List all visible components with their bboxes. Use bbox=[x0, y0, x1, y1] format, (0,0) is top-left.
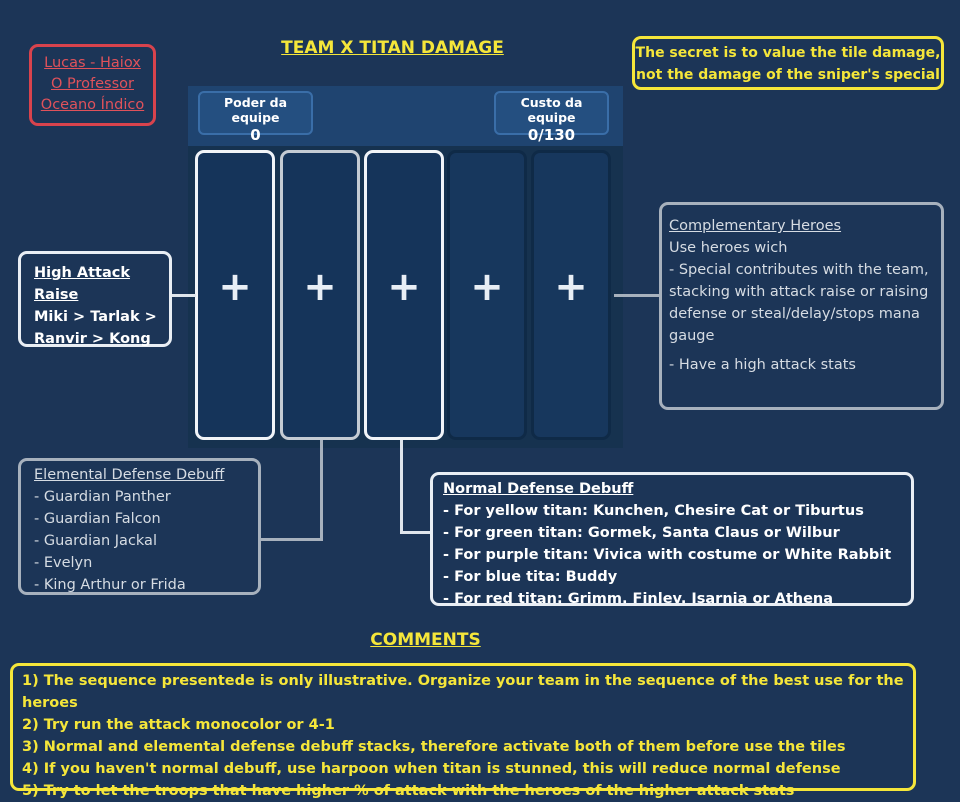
elemental-debuff-item: - Guardian Jackal bbox=[34, 533, 157, 549]
normal-debuff-item: - For blue tita: Buddy bbox=[443, 569, 618, 585]
complementary-line: defense or steal/delay/stops mana bbox=[669, 306, 920, 322]
normal-debuff-box: Normal Defense Debuff - For yellow titan… bbox=[430, 472, 914, 606]
high-attack-title: High Attack Raise bbox=[34, 265, 130, 303]
secret-note: The secret is to value the tile damage, … bbox=[632, 36, 944, 90]
page-title: TEAM X TITAN DAMAGE bbox=[281, 38, 504, 58]
plus-icon: + bbox=[470, 264, 504, 310]
plus-icon: + bbox=[387, 264, 421, 310]
elemental-debuff-title: Elemental Defense Debuff bbox=[34, 467, 225, 483]
comments-title: COMMENTS bbox=[370, 630, 481, 650]
comment-item: 4) If you haven't normal debuff, use har… bbox=[22, 761, 841, 777]
team-power-box: Poder da equipe 0 bbox=[198, 91, 313, 144]
high-attack-line: Miki > Tarlak > bbox=[34, 309, 157, 325]
comment-item: 3) Normal and elemental defense debuff s… bbox=[22, 739, 846, 755]
high-attack-box: High Attack Raise Miki > Tarlak > Ranvir… bbox=[18, 251, 172, 347]
credit-line: Oceano Índico bbox=[40, 97, 145, 113]
elemental-debuff-item: - Evelyn bbox=[34, 555, 93, 571]
plus-icon: + bbox=[303, 264, 337, 310]
connector-line bbox=[400, 531, 432, 534]
comments-box: 1) The sequence presentede is only illus… bbox=[10, 663, 916, 799]
elemental-debuff-item: - Guardian Falcon bbox=[34, 511, 161, 527]
normal-debuff-item: - For green titan: Gormek, Santa Claus o… bbox=[443, 525, 840, 541]
normal-debuff-item: - For yellow titan: Kunchen, Chesire Cat… bbox=[443, 503, 864, 519]
credit-line: O Professor bbox=[51, 76, 134, 92]
normal-debuff-item: - For purple titan: Vivica with costume … bbox=[443, 547, 892, 563]
secret-note-line: not the damage of the sniper's special bbox=[636, 67, 940, 83]
elemental-debuff-item: - Guardian Panther bbox=[34, 489, 171, 505]
complementary-line: - Have a high attack stats bbox=[669, 357, 856, 373]
complementary-heroes-box: Complementary Heroes Use heroes wich - S… bbox=[659, 202, 944, 410]
team-power-value: 0 bbox=[250, 126, 261, 144]
high-attack-line: Ranvir > Kong bbox=[34, 331, 151, 347]
normal-debuff-item: - For red titan: Grimm. Finlev. Isarnia … bbox=[443, 591, 834, 606]
elemental-debuff-box: Elemental Defense Debuff - Guardian Pant… bbox=[18, 458, 261, 595]
complementary-line: stacking with attack raise or raising bbox=[669, 284, 929, 300]
comment-item: 1) The sequence presentede is only illus… bbox=[22, 673, 904, 711]
secret-note-line: The secret is to value the tile damage, bbox=[635, 45, 941, 61]
complementary-line: Use heroes wich bbox=[669, 240, 788, 256]
connector-line bbox=[170, 294, 196, 297]
complementary-title: Complementary Heroes bbox=[669, 218, 842, 234]
connector-line bbox=[320, 440, 323, 540]
normal-debuff-title: Normal Defense Debuff bbox=[443, 481, 634, 497]
comment-item: 2) Try run the attack monocolor or 4-1 bbox=[22, 717, 335, 733]
hero-slot-5[interactable]: + bbox=[531, 150, 611, 440]
hero-slot-2[interactable]: + bbox=[280, 150, 360, 440]
team-cost-label: Custo da equipe bbox=[520, 95, 583, 125]
complementary-line: gauge bbox=[669, 328, 715, 344]
team-power-label: Poder da equipe bbox=[223, 95, 288, 125]
hero-slot-1[interactable]: + bbox=[195, 150, 275, 440]
connector-line bbox=[400, 440, 403, 533]
comment-item: 5) Try to let the troops that have highe… bbox=[22, 783, 795, 799]
credits-box: Lucas - Haiox O Professor Oceano Índico bbox=[29, 44, 156, 126]
credit-line: Lucas - Haiox bbox=[44, 55, 141, 71]
team-cost-box: Custo da equipe 0/130 bbox=[494, 91, 609, 144]
hero-slot-4[interactable]: + bbox=[447, 150, 527, 440]
team-cost-value: 0/130 bbox=[527, 126, 576, 144]
hero-slot-3[interactable]: + bbox=[364, 150, 444, 440]
connector-line bbox=[261, 538, 323, 541]
connector-line bbox=[614, 294, 661, 297]
complementary-line: - Special contributes with the team, bbox=[669, 262, 929, 278]
plus-icon: + bbox=[554, 264, 588, 310]
plus-icon: + bbox=[218, 264, 252, 310]
elemental-debuff-item: - King Arthur or Frida bbox=[34, 577, 186, 593]
